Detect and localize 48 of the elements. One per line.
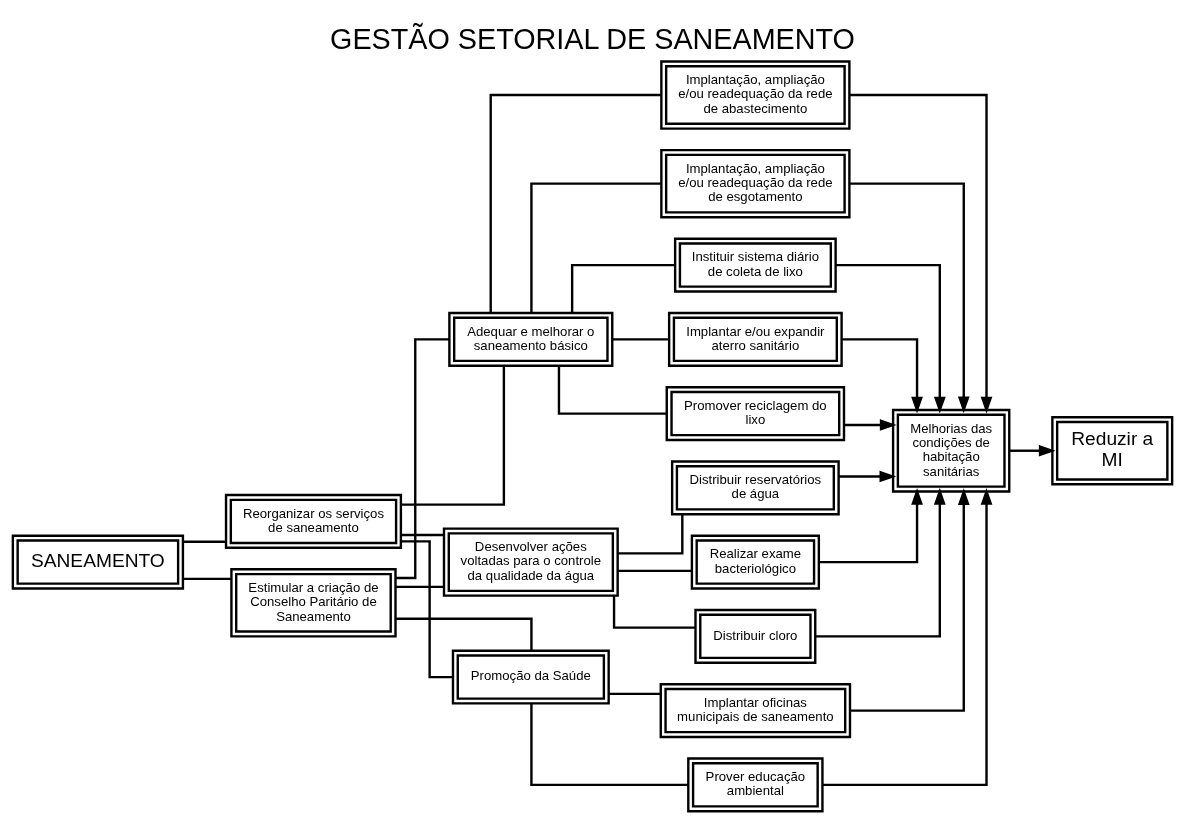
- connector: [401, 365, 506, 506]
- connector: [400, 533, 444, 537]
- node-box: Implantação, ampliação e/ou readequação da rede de abastecimento: [660, 60, 851, 130]
- arrow: [1009, 444, 1056, 457]
- node-box: Distribuir reservatórios de água: [670, 460, 840, 516]
- arrow: [844, 419, 897, 431]
- connector: [530, 703, 689, 787]
- node-box: Desenvolver ações voltadas para o controle da qualidade da água: [442, 527, 619, 597]
- node-box: Instituir sistema diário de coleta de lixo: [673, 237, 837, 293]
- connector: [618, 514, 684, 555]
- connector: [183, 540, 226, 543]
- node-box: Estimular a criação de Conselho Paritário de Saneamento: [230, 568, 397, 638]
- arrow: [815, 487, 946, 638]
- arrow: [850, 488, 970, 712]
- node-box: Adequar e melhorar o saneamento básico: [448, 311, 614, 367]
- node-box: SANEAMENTO: [11, 534, 185, 590]
- connector: [570, 263, 675, 313]
- node-box: Reduzir a MI: [1051, 416, 1174, 486]
- connector: [395, 617, 533, 651]
- node-box: Distribuir cloro: [694, 608, 817, 664]
- connector: [183, 577, 232, 581]
- connector: [400, 540, 453, 679]
- arrow: [819, 487, 923, 564]
- connector: [608, 692, 661, 696]
- node-box: Prover educação ambiental: [687, 757, 824, 813]
- arrow: [839, 470, 897, 483]
- node-box: Implantar e/ou expandir aterro sanitário: [667, 311, 843, 367]
- arrow: [849, 93, 993, 414]
- node-box: Implantação, ampliação e/ou readequação da rede de esgotamento: [660, 148, 851, 219]
- node-box: Implantar oficinas municipais de saneamento: [659, 683, 852, 739]
- node-box: Reorganizar os serviços de saneamento: [224, 493, 403, 549]
- connector: [617, 569, 692, 573]
- connector: [612, 338, 669, 341]
- connector: [395, 585, 444, 589]
- node-box: Realizar exame bacteriológico: [690, 534, 821, 590]
- arrow: [822, 488, 993, 787]
- node-box: Melhorias das condições de habitação sanitárias: [891, 408, 1011, 493]
- node-box: Promoção da Saúde: [451, 649, 610, 705]
- arrow: [835, 263, 946, 414]
- connector: [395, 338, 450, 580]
- node-box: Promover reciclagem do lixo: [665, 386, 846, 442]
- connector: [530, 182, 662, 313]
- connector: [489, 93, 662, 313]
- arrow: [849, 182, 970, 414]
- connector: [612, 596, 696, 629]
- arrow: [841, 338, 923, 414]
- connector: [557, 365, 667, 415]
- diagram-title: GESTÃO SETORIAL DE SANEAMENTO: [330, 22, 855, 55]
